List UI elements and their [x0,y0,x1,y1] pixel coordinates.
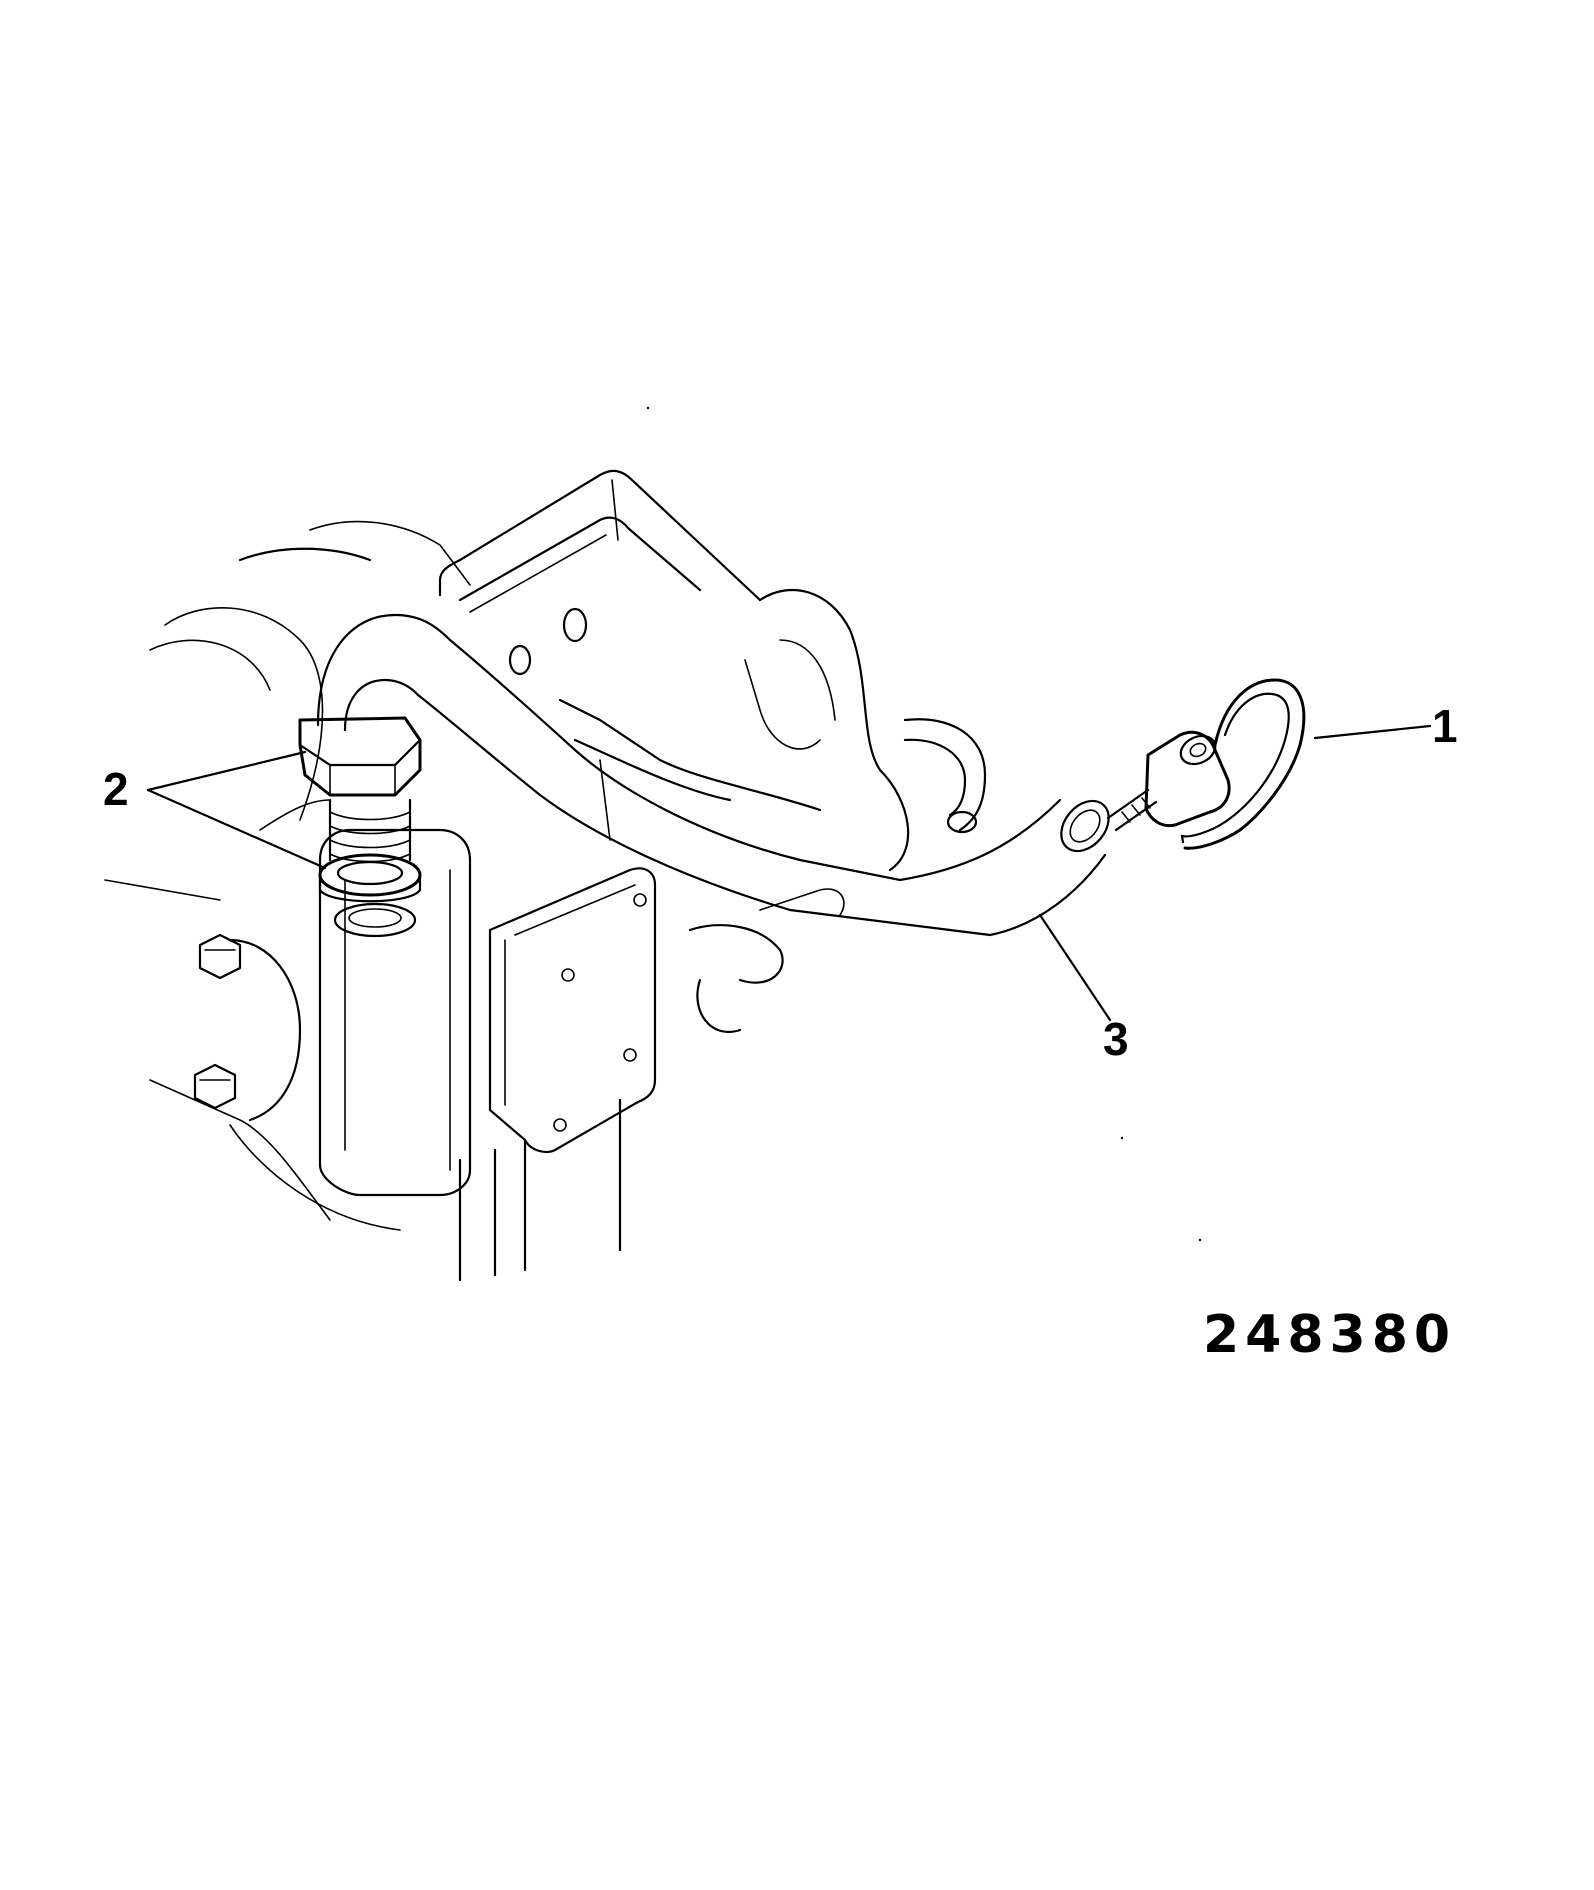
speck [1120,1136,1124,1140]
bolt-lower [193,1063,237,1110]
callout-3: 3 [1103,1013,1129,1065]
port-boss [333,902,417,938]
union-nut [298,716,422,797]
sealing-washer [318,853,422,903]
leader-2a [146,750,307,792]
callout-2: 2 [103,763,129,815]
engine-housing [104,469,987,1282]
speck [1198,1238,1202,1242]
speck [646,406,650,410]
leader-2b [146,788,327,870]
callout-1: 1 [1432,700,1458,752]
bolt-upper [198,933,242,980]
leader-3 [1038,913,1112,1022]
dipstick [1106,678,1306,850]
leader-1 [1313,724,1432,740]
pipe-assembly [316,613,1110,937]
figure-number: 248380 [1203,1305,1456,1365]
leader-lines [146,724,1432,1022]
threaded-adaptor [328,798,412,863]
